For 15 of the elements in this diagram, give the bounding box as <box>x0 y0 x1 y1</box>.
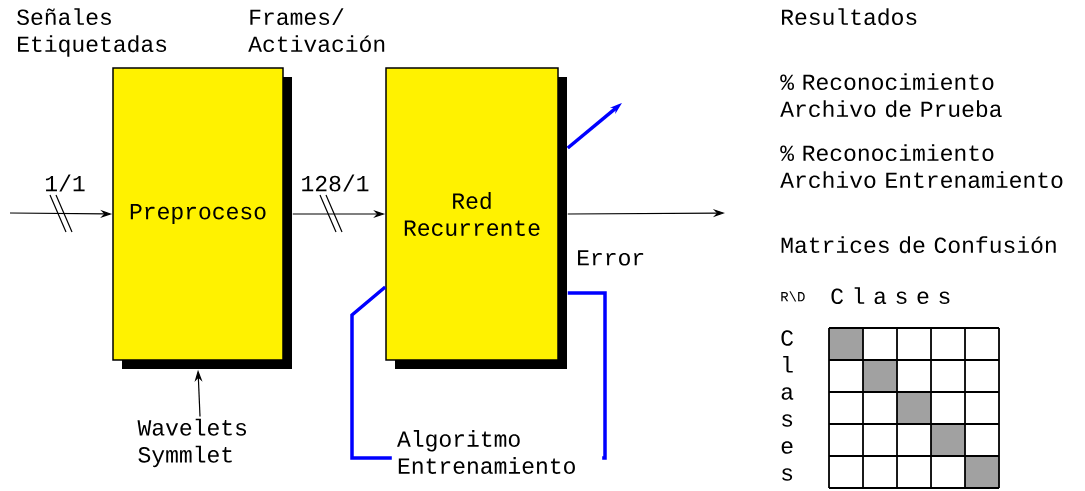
caption-text: % Reconocimiento Archivo de Prueba <box>780 73 1002 118</box>
axis-label: R\D <box>781 291 805 302</box>
caption-text: Señales Etiquetadas <box>17 8 167 57</box>
heading-text: Resultados <box>782 8 917 26</box>
axis-label: C l a s e s <box>831 287 950 305</box>
axis-label: C l a s e s <box>781 330 794 481</box>
process-box: Red Recurrente <box>385 67 567 369</box>
process-box: Preproceso <box>112 67 292 369</box>
node-text: Wavelets Symmlet <box>137 418 246 468</box>
caption-text: % Reconocimiento Archivo Entrenamiento <box>780 144 1063 189</box>
caption-text: Matrices de Confusión <box>781 236 1056 254</box>
node-text: Algoritmo Entrenamiento <box>397 430 575 474</box>
edge-label: 128/1 <box>302 174 369 192</box>
caption-text: Frames/ Activación <box>248 8 385 53</box>
edge-label: 1/1 <box>45 174 85 192</box>
